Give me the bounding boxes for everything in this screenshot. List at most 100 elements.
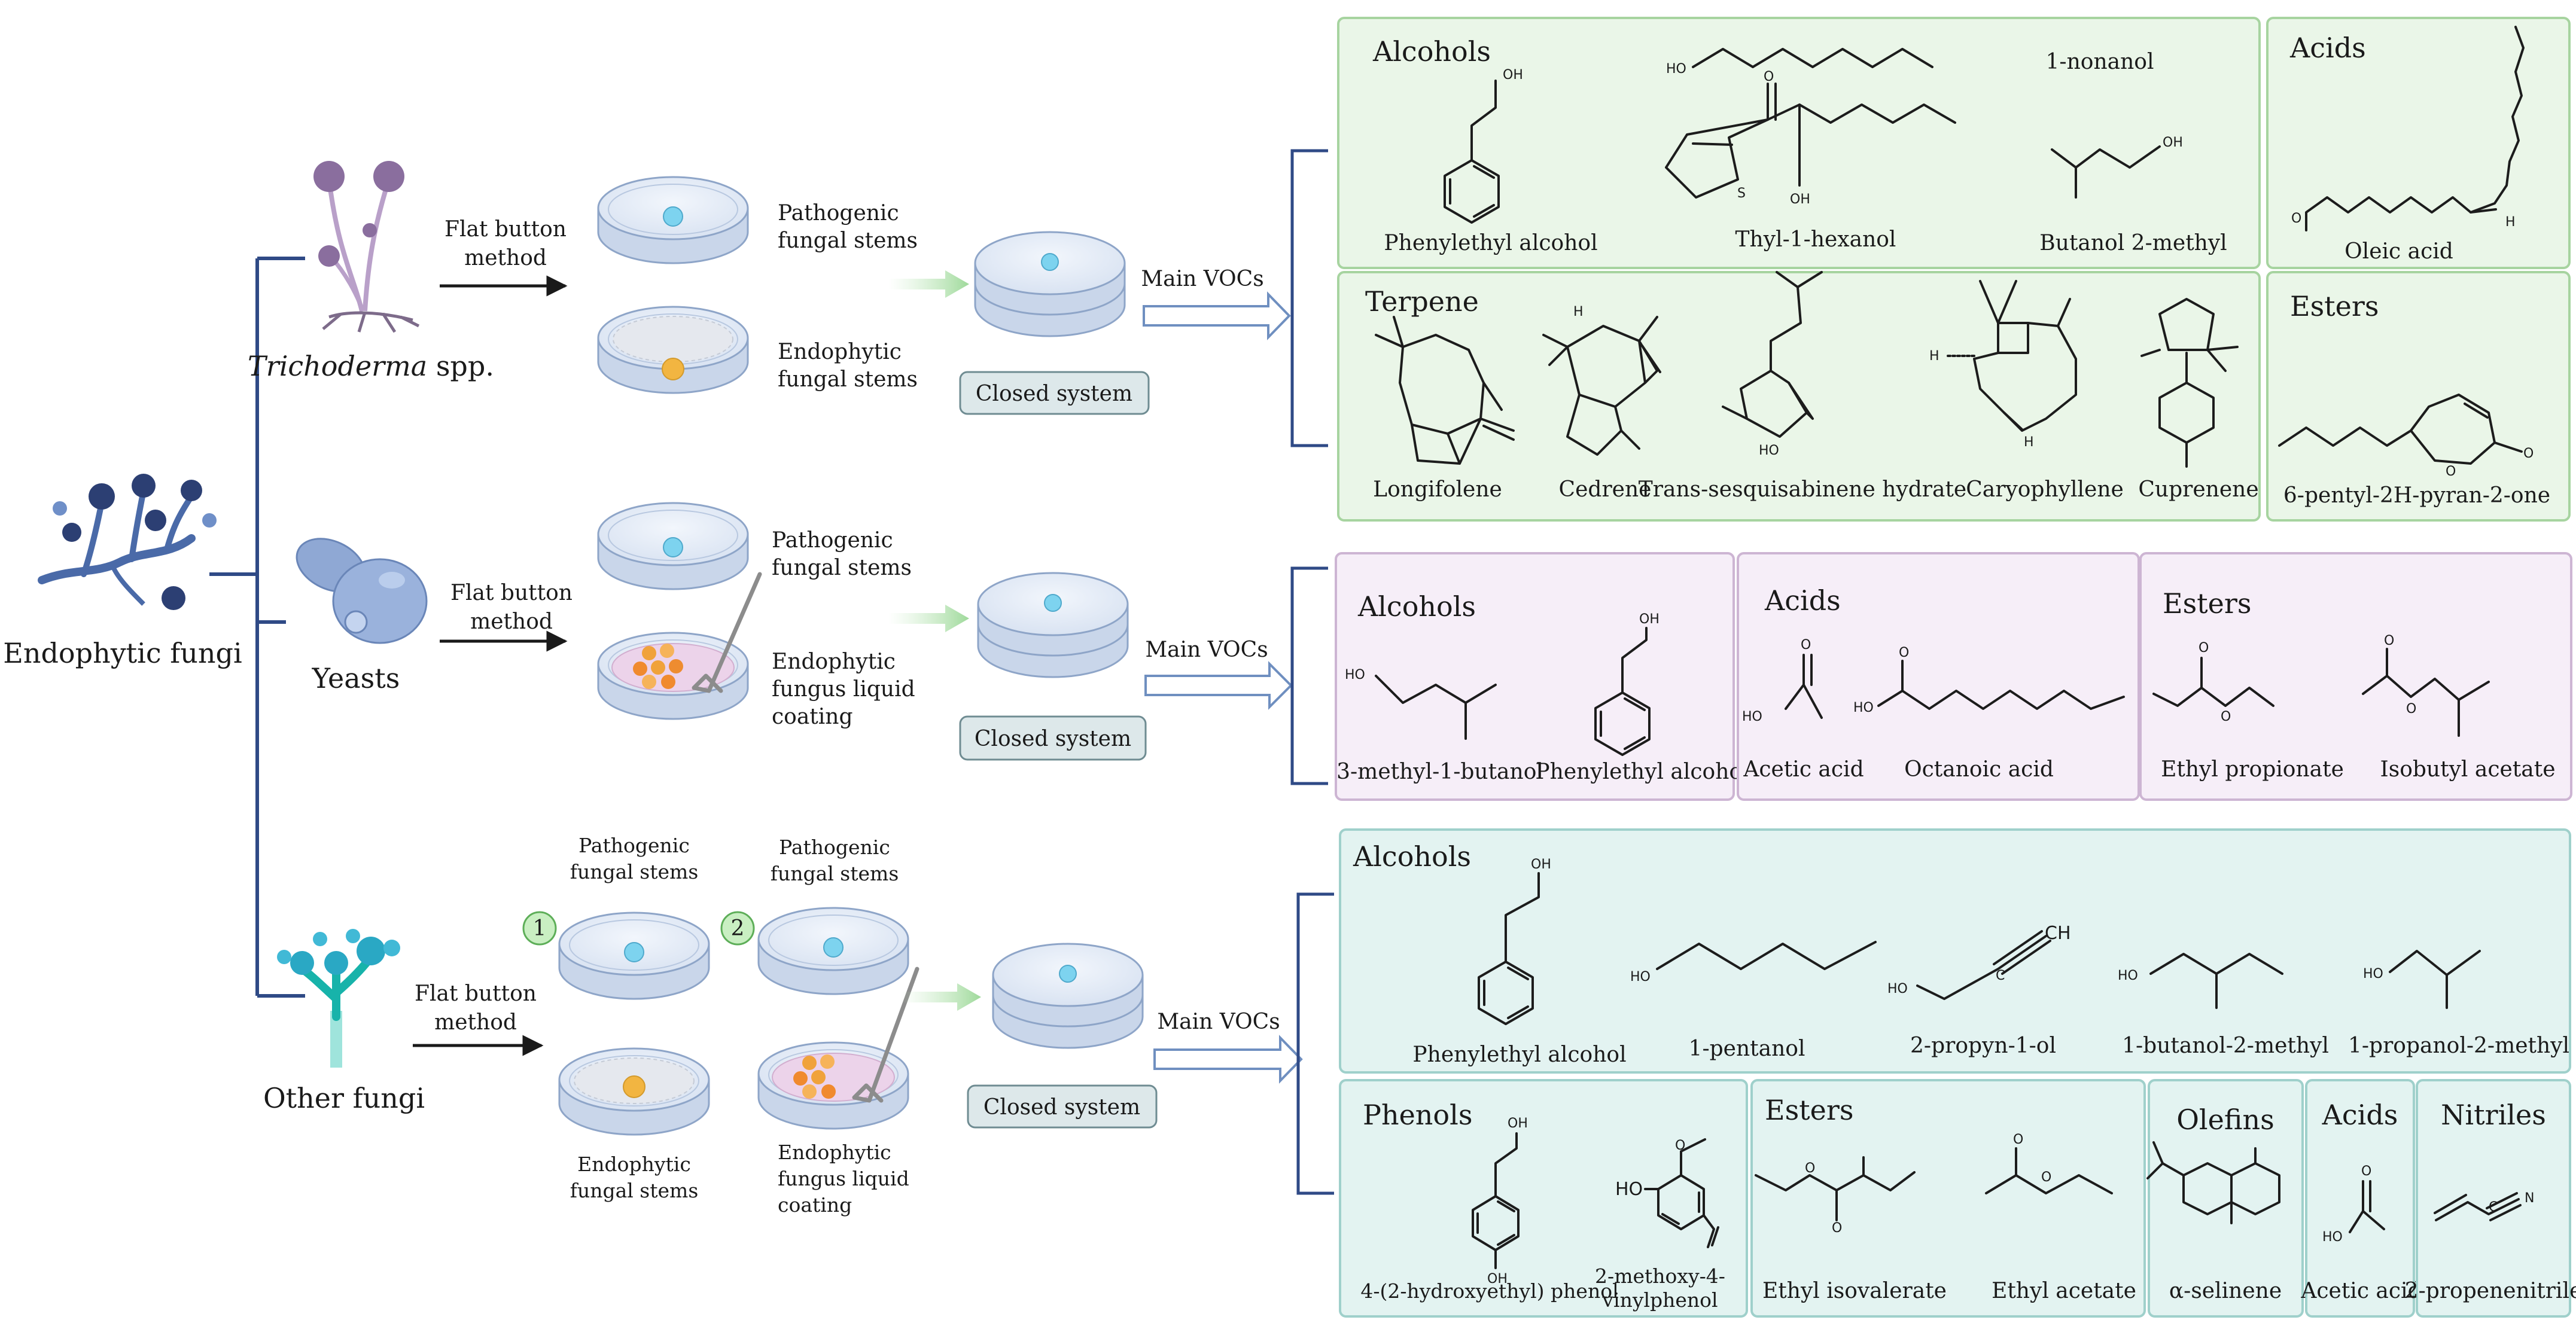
trichoderma-icon xyxy=(313,161,420,333)
svg-text:OH: OH xyxy=(1790,192,1810,207)
compound-1-propanol-2-methyl: 1-propanol-2-methyl xyxy=(2348,1034,2569,1058)
propanol-methyl-structure: HO xyxy=(2363,950,2481,1009)
trichoderma-terpene-title: Terpene xyxy=(1365,285,1479,318)
phenylethyl-alcohol-structure: OH xyxy=(1444,68,1523,224)
yeast-icon xyxy=(296,538,428,644)
svg-text:OH: OH xyxy=(1508,1116,1528,1131)
option2-marker: 2 xyxy=(720,911,755,946)
yeasts-acids-title: Acids xyxy=(1764,584,1841,617)
compound-1-butanol-2-methyl: 1-butanol-2-methyl xyxy=(2122,1034,2329,1058)
compound-other-acetic-acid: Acetic acid xyxy=(2300,1279,2421,1303)
yeasts-pathogenic-dish xyxy=(597,502,749,590)
svg-text:HO: HO xyxy=(1666,62,1686,77)
thyl-hexanol-structure: O OH S xyxy=(1665,69,1956,207)
svg-text:O: O xyxy=(1805,1161,1815,1176)
cuprenene-structure xyxy=(2140,298,2239,468)
svg-text:O: O xyxy=(2013,1132,2023,1147)
svg-text:O: O xyxy=(2523,446,2534,461)
tree-connector xyxy=(209,257,305,998)
svg-text:S: S xyxy=(1737,186,1746,201)
other-acids-title: Acids xyxy=(2322,1099,2398,1131)
trichoderma-bracket xyxy=(1290,149,1328,447)
trichoderma-endophytic-dish xyxy=(597,306,749,394)
option2-pathogenic-dish xyxy=(757,907,909,995)
isobutyl-acetate-structure: O O xyxy=(2362,633,2490,737)
compound-trans-sesquisabinene-hydrate: Trans-sesquisabinene hydrate xyxy=(1639,477,1966,502)
svg-text:2: 2 xyxy=(731,916,745,941)
other-vocs-label: Main VOCs xyxy=(1157,1010,1280,1034)
acetic-acid-structure: O HO xyxy=(1742,638,1823,724)
trichoderma-green-arrow xyxy=(888,270,969,298)
octanoic-acid-structure: O HO xyxy=(1853,645,2125,715)
yeasts-green-arrow xyxy=(888,605,969,632)
compound-caryophyllene: Caryophyllene xyxy=(1966,477,2124,502)
other-alcohols-title: Alcohols xyxy=(1353,840,1471,873)
trichoderma-acids-panel: Acids H O Oleic acid xyxy=(2266,17,2571,269)
root-node: Endophytic fungi xyxy=(3,474,242,669)
propynol-structure: HO C CH xyxy=(1887,923,2071,1000)
option1-pathogenic-dish xyxy=(558,912,710,1000)
svg-text:H: H xyxy=(2505,215,2516,230)
svg-text:O: O xyxy=(2406,702,2416,717)
yeasts-vocs-label: Main VOCs xyxy=(1145,638,1268,662)
svg-text:O: O xyxy=(2199,641,2209,656)
svg-text:N: N xyxy=(2525,1191,2534,1206)
oleic-acid-structure: H O xyxy=(2291,26,2525,231)
yeasts-alcohols-title: Alcohols xyxy=(1357,590,1476,623)
yeasts-acids-panel: Acids O HO Acetic acid O HO Octanoic aci… xyxy=(1737,552,2140,801)
other-closed-system: Closed system xyxy=(967,1084,1158,1129)
svg-text:HO: HO xyxy=(2322,1230,2343,1245)
yeasts-vocs-arrow xyxy=(1144,661,1293,710)
hydroxyethyl-phenol-structure: OH OH xyxy=(1472,1116,1528,1287)
trichoderma-closed-dish xyxy=(974,231,1126,337)
svg-text:HO: HO xyxy=(2363,967,2383,981)
yeasts-endophytic-dish xyxy=(597,572,762,720)
compound-other-phenylethyl-alcohol: Phenylethyl alcohol xyxy=(1412,1043,1626,1067)
methylbutanol-structure: HO xyxy=(1345,667,1497,740)
svg-text:OH: OH xyxy=(1639,612,1660,627)
compound-isobutyl-acetate: Isobutyl acetate xyxy=(2380,757,2556,782)
caryophyllene-structure: H H xyxy=(1929,280,2077,450)
svg-text:1: 1 xyxy=(533,916,547,941)
yeasts-closed-system: Closed system xyxy=(959,715,1147,761)
other-nitriles-panel: Nitriles C N 2-propenenitrile xyxy=(2405,1079,2576,1318)
svg-text:OH: OH xyxy=(1531,857,1551,872)
other-nitriles-title: Nitriles xyxy=(2441,1099,2546,1131)
option2-endophytic-dish xyxy=(757,967,919,1130)
svg-text:OH: OH xyxy=(2163,135,2183,150)
svg-text:HO: HO xyxy=(1630,970,1651,984)
other-phenols-panel: Phenols OH OH 4-(2-hydroxyethyl) phenol … xyxy=(1339,1079,1748,1318)
compound-yeasts-phenylethyl-alcohol: Phenylethyl alcohol xyxy=(1535,760,1749,784)
other-esters-panel: Esters O O Ethyl isovalerate O O Ethyl a… xyxy=(1750,1079,2146,1318)
svg-text:C: C xyxy=(1996,968,2005,983)
trichoderma-label: Trichoderma spp. xyxy=(248,350,494,382)
trichoderma-acids-title: Acids xyxy=(2289,32,2366,64)
other-olefins-panel: Olefins α-selinene xyxy=(2146,1079,2304,1318)
yeasts-bracket xyxy=(1290,566,1328,785)
compound-propenenitrile: 2-propenenitrile xyxy=(2405,1279,2576,1303)
butanol-methyl-structure: HO xyxy=(2118,953,2283,1009)
propenenitrile-structure: C N xyxy=(2434,1191,2534,1221)
svg-text:O: O xyxy=(2384,633,2394,648)
trichoderma-closed-system-label: Closed system xyxy=(976,382,1132,406)
ethyl-acetate-structure: O O xyxy=(1985,1132,2113,1194)
compound-1-nonanol: 1-nonanol xyxy=(2046,50,2154,74)
other-vocs-arrow xyxy=(1153,1035,1303,1084)
other-esters-title: Esters xyxy=(1765,1094,1854,1126)
svg-text:H: H xyxy=(1573,304,1584,319)
trichoderma-alcohols-panel: Alcohols OH Phenylethyl alcohol O OH S T… xyxy=(1337,17,2261,269)
compound-acetic-acid: Acetic acid xyxy=(1743,757,1864,782)
svg-text:O: O xyxy=(1801,638,1811,653)
trichoderma-esters-title: Esters xyxy=(2290,290,2379,322)
